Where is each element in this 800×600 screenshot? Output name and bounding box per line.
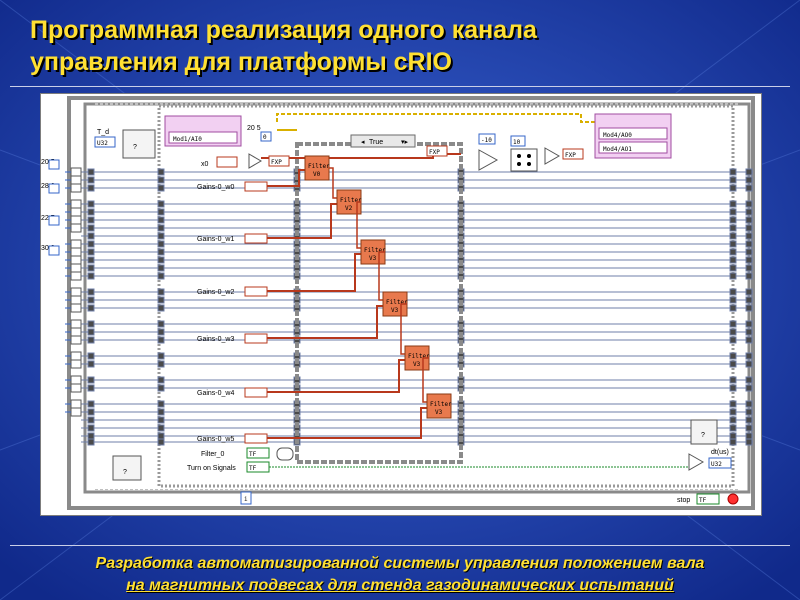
- gains-label-1: Gains-0_w1: [197, 236, 234, 243]
- svg-text:0: 0: [263, 134, 267, 141]
- case-selector-value: True: [369, 139, 383, 146]
- gains-label-2: Gains-0_w2: [197, 289, 234, 296]
- filter-block-version-5: V3: [435, 409, 443, 416]
- svg-text:FXP: FXP: [565, 152, 576, 159]
- or-node-icon: [277, 448, 293, 460]
- gains-terminal-0[interactable]: [245, 182, 267, 191]
- svg-text:TF: TF: [249, 465, 257, 472]
- filter-block-version-3: V3: [391, 307, 399, 314]
- filter-0-label: Filter_0: [201, 451, 224, 458]
- svg-text:-10: -10: [481, 137, 492, 144]
- gains-terminal-3[interactable]: [245, 334, 267, 343]
- io-node-output-label-0: Mod4/AO0: [603, 132, 632, 139]
- timed-loop-frame: [85, 104, 749, 492]
- svg-text:FXP: FXP: [271, 159, 282, 166]
- svg-text:U32: U32: [97, 140, 108, 147]
- dt-label: dt(us): [711, 449, 729, 456]
- slide-footer: Разработка автоматизированной системы уп…: [0, 553, 800, 597]
- case-selector-dropdown-arrow[interactable]: ▾▸: [401, 139, 409, 146]
- gains-label-5: Gains-0_w5: [197, 436, 234, 443]
- stop-condition-icon: [728, 494, 738, 504]
- svg-text:10: 10: [513, 139, 521, 146]
- gains-label-0: Gains-0_w0: [197, 184, 234, 191]
- wire-bundle: [81, 169, 753, 445]
- stop-label: stop: [677, 497, 690, 504]
- title-line-1: Программная реализация одного канала: [30, 14, 790, 46]
- gains-label-4: Gains-0_w4: [197, 390, 234, 397]
- footer-line-2: на магнитных подвесах для стенда газодин…: [0, 575, 800, 597]
- x0-terminal[interactable]: [217, 157, 237, 167]
- io-node-input-label: Mod1/AI0: [173, 136, 202, 143]
- io-node-output-label-1: Mod4/AO1: [603, 146, 632, 153]
- coerce-node-icon: [511, 149, 537, 171]
- svg-text:?: ?: [701, 432, 705, 439]
- case-selector-left-arrow[interactable]: ◂: [361, 139, 365, 146]
- wait-timer-icon: [123, 130, 155, 158]
- title-line-2: управления для платформы cRIO: [30, 46, 790, 78]
- filter-block-title-0: Filter: [308, 163, 330, 170]
- subtract-node-icon: [689, 454, 703, 470]
- in-range-node-icon: [479, 150, 497, 170]
- left-constants: 20 5 28 6 22 7 30 8: [41, 159, 55, 252]
- gains-terminal-4[interactable]: [245, 388, 267, 397]
- loop-timer-icon: [113, 456, 141, 480]
- filter-block-version-2: V3: [369, 255, 377, 262]
- gains-terminal-1[interactable]: [245, 234, 267, 243]
- svg-text:FXP: FXP: [429, 149, 440, 156]
- svg-text:i: i: [244, 496, 248, 503]
- footer-line-1: Разработка автоматизированной системы уп…: [0, 553, 800, 575]
- filter-block-version-4: V3: [413, 361, 421, 368]
- svg-text:U32: U32: [711, 461, 722, 468]
- left-constant-stubs: [49, 160, 81, 416]
- t-d-label: T_d: [97, 129, 109, 136]
- labview-block-diagram: ◂ True ▾▸ Mod1/AI0 20 5 0 Mod4/AO0 Mod4/…: [40, 93, 762, 516]
- x0-label: x0: [201, 161, 209, 168]
- gains-terminal-2[interactable]: [245, 287, 267, 296]
- svg-text:TF: TF: [249, 451, 257, 458]
- filter-blocks: FilterV0FilterV2FilterV3FilterV3FilterV3…: [305, 156, 452, 418]
- error-wire: [277, 114, 597, 122]
- while-loop-frame: [69, 98, 753, 508]
- filter-block-title-5: Filter: [430, 401, 452, 408]
- timer-question-icon: ?: [133, 144, 137, 151]
- multiply-node-icon: [249, 154, 261, 168]
- block-diagram-canvas: ◂ True ▾▸ Mod1/AI0 20 5 0 Mod4/AO0 Mod4/…: [41, 94, 761, 515]
- svg-text:?: ?: [123, 469, 127, 476]
- title-divider: [10, 86, 790, 87]
- filter-block-version-0: V0: [313, 171, 321, 178]
- filter-block-title-1: Filter: [340, 197, 362, 204]
- svg-text:TF: TF: [699, 497, 707, 504]
- filter-block-title-4: Filter: [408, 353, 430, 360]
- turn-on-signals-label: Turn on Signals: [187, 465, 236, 472]
- gains-terminal-5[interactable]: [245, 434, 267, 443]
- gains-label-3: Gains-0_w3: [197, 336, 234, 343]
- footer-divider: [10, 545, 790, 546]
- top-constant-label: 20 5: [247, 125, 261, 132]
- filter-block-title-2: Filter: [364, 247, 386, 254]
- slide-title: Программная реализация одного канала упр…: [30, 14, 790, 78]
- filter-block-version-1: V2: [345, 205, 353, 212]
- filter-block-title-3: Filter: [386, 299, 408, 306]
